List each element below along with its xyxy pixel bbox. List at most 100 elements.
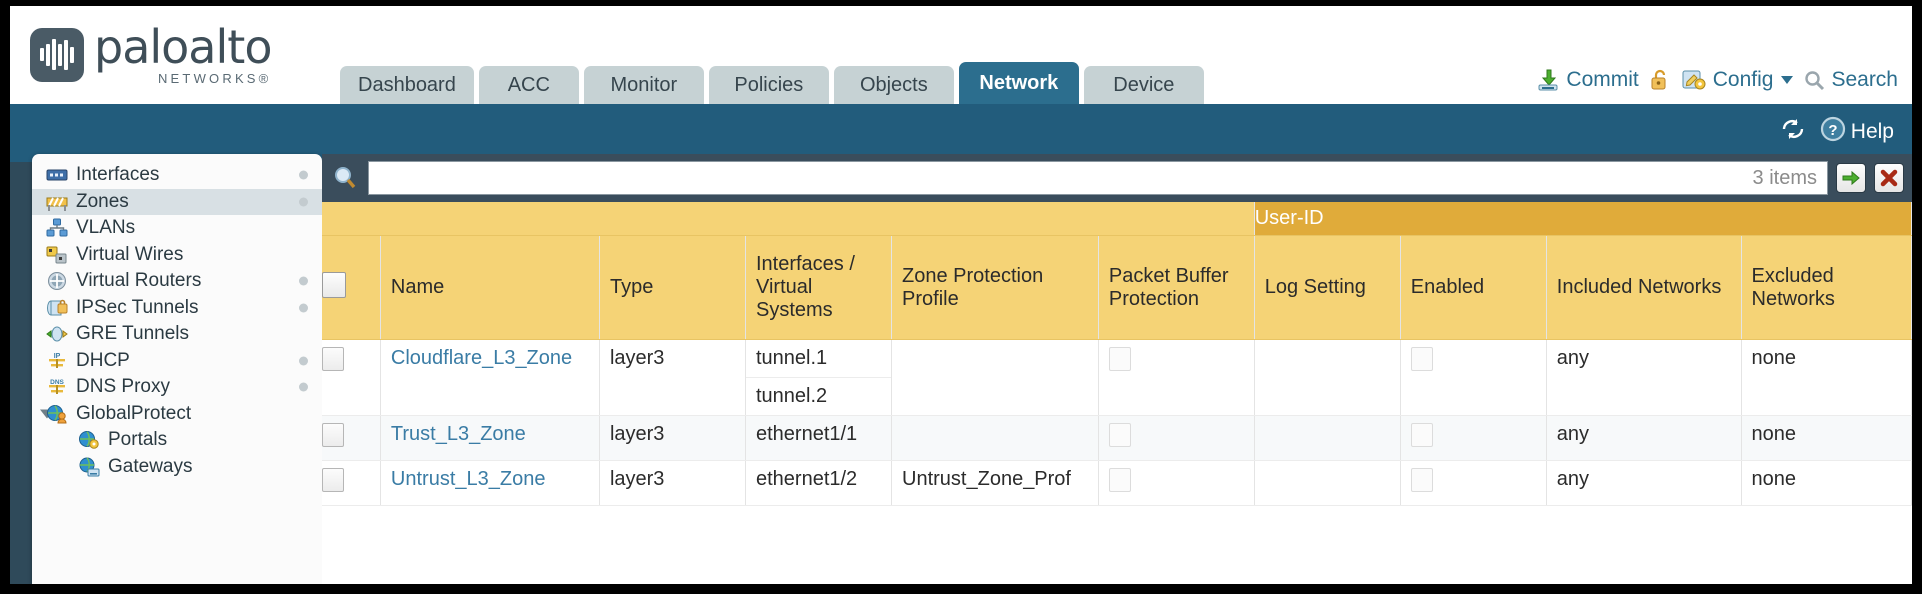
refresh-icon[interactable]	[1780, 117, 1806, 147]
sidebar-status-dot	[299, 276, 308, 286]
sidebar-item-label: Virtual Wires	[76, 243, 184, 265]
column-header-interfaces[interactable]: Interfaces / Virtual Systems	[745, 235, 893, 340]
zones-table-wrap: User-ID Name Type Interfaces / Virtual S…	[322, 202, 1912, 584]
zone-name-link[interactable]: Trust_L3_Zone	[390, 423, 526, 445]
sidebar-item-ipsec-tunnels[interactable]: IPSec Tunnels	[32, 295, 322, 322]
config-label: Config	[1712, 68, 1774, 91]
cell-log-setting	[1254, 415, 1401, 461]
column-header-excluded-networks[interactable]: Excluded Networks	[1741, 235, 1912, 340]
packet-buffer-protection-checkbox[interactable]	[1108, 347, 1131, 371]
row-checkbox[interactable]	[322, 468, 344, 492]
help-label: Help	[1850, 120, 1894, 143]
column-header-enabled[interactable]: Enabled	[1400, 235, 1547, 340]
help-icon: ?	[1820, 116, 1846, 148]
cell-zone-protection-profile	[891, 415, 1099, 461]
ipsec-tunnels-icon	[46, 298, 68, 318]
sidebar-item-label: Interfaces	[76, 164, 160, 186]
sidebar-item-gre-tunnels[interactable]: GRE Tunnels	[32, 321, 322, 348]
sidebar-item-label: IPSec Tunnels	[76, 296, 199, 318]
sidebar-item-interfaces[interactable]: Interfaces	[32, 162, 322, 189]
table-row[interactable]: Untrust_L3_Zone layer3 ethernet1/2 Untru…	[322, 460, 1912, 506]
sidebar-item-portals[interactable]: Portals	[32, 427, 322, 454]
commit-label: Commit	[1566, 68, 1639, 91]
tab-monitor[interactable]: Monitor	[583, 66, 704, 104]
sidebar-item-dns-proxy[interactable]: DNS DNS Proxy	[32, 374, 322, 401]
cell-type: layer3	[599, 339, 746, 416]
items-count: 3 items	[1752, 166, 1817, 189]
svg-text:IP: IP	[54, 353, 61, 360]
sidebar-item-gateways[interactable]: Gateways	[32, 454, 322, 481]
tab-objects[interactable]: Objects	[833, 66, 954, 104]
paloalto-logo: paloalto NETWORKS®	[30, 20, 272, 86]
chevron-down-icon[interactable]	[1781, 76, 1794, 84]
tab-dashboard[interactable]: Dashboard	[340, 66, 474, 104]
sidebar-item-dhcp[interactable]: IP DHCP	[32, 348, 322, 375]
dhcp-icon: IP	[46, 351, 68, 371]
sidebar-item-virtual-wires[interactable]: Virtual Wires	[32, 242, 322, 269]
filter-search-icon[interactable]	[330, 165, 360, 191]
cell-included-networks: any	[1546, 460, 1742, 506]
column-header-name[interactable]: Name	[380, 235, 600, 340]
commit-button[interactable]: Commit	[1536, 68, 1639, 92]
tab-policies[interactable]: Policies	[708, 66, 829, 104]
column-header-included-networks[interactable]: Included Networks	[1546, 235, 1742, 340]
cell-interfaces: ethernet1/1	[745, 415, 893, 461]
zone-name-link[interactable]: Cloudflare_L3_Zone	[390, 347, 573, 369]
svg-text:?: ?	[1828, 122, 1837, 139]
table-row[interactable]: Cloudflare_L3_Zone layer3 tunnel.1 tunne…	[322, 339, 1912, 416]
dns-proxy-icon: DNS	[46, 377, 68, 397]
packet-buffer-protection-checkbox[interactable]	[1108, 423, 1131, 447]
cell-name: Trust_L3_Zone	[380, 415, 600, 461]
search-button[interactable]: Search	[1803, 68, 1898, 92]
userid-enabled-checkbox[interactable]	[1410, 468, 1433, 492]
packet-buffer-protection-checkbox[interactable]	[1108, 468, 1131, 492]
cell-log-setting	[1254, 339, 1401, 416]
sidebar-item-label: DNS Proxy	[76, 376, 170, 398]
sidebar-status-dot	[299, 356, 308, 366]
table-row[interactable]: Trust_L3_Zone layer3 ethernet1/1 any	[322, 415, 1912, 461]
sidebar-item-zones[interactable]: Zones	[32, 188, 322, 215]
userid-enabled-checkbox[interactable]	[1410, 423, 1433, 447]
cell-included-networks: any	[1546, 415, 1742, 461]
cell-type: layer3	[599, 415, 746, 461]
select-all-checkbox[interactable]	[322, 271, 346, 298]
sidebar-status-dot	[299, 197, 308, 207]
sidebar-status-dot	[299, 303, 308, 313]
row-checkbox[interactable]	[322, 423, 344, 447]
tab-device[interactable]: Device	[1083, 66, 1204, 104]
tab-network[interactable]: Network	[958, 62, 1079, 104]
sidebar-item-label: DHCP	[76, 349, 130, 371]
top-header: paloalto NETWORKS® Dashboard ACC Monitor…	[10, 6, 1912, 104]
help-button[interactable]: ? Help	[1820, 116, 1894, 148]
sidebar-status-dot	[299, 382, 308, 392]
commit-icon	[1536, 68, 1560, 92]
zones-icon	[46, 192, 68, 212]
row-checkbox[interactable]	[322, 347, 344, 371]
clear-filter-button[interactable]	[1874, 163, 1904, 193]
paloalto-logo-mark-icon	[30, 27, 84, 82]
config-button[interactable]: Config	[1681, 68, 1794, 92]
cell-zone-protection-profile	[891, 339, 1099, 416]
select-all-header	[322, 235, 381, 340]
expand-triangle-icon[interactable]	[40, 409, 54, 419]
zone-name-link[interactable]: Untrust_L3_Zone	[390, 468, 546, 490]
userid-enabled-checkbox[interactable]	[1410, 347, 1433, 371]
column-header-type[interactable]: Type	[599, 235, 746, 340]
tab-acc[interactable]: ACC	[478, 66, 579, 104]
column-header-log-setting[interactable]: Log Setting	[1254, 235, 1401, 340]
sidebar-item-label: GlobalProtect	[76, 402, 192, 424]
sidebar-item-vlans[interactable]: VLANs	[32, 215, 322, 242]
filter-input[interactable]: 3 items	[368, 161, 1828, 195]
sidebar-item-virtual-routers[interactable]: Virtual Routers	[32, 268, 322, 295]
column-header-packet-buffer-protection[interactable]: Packet Buffer Protection	[1098, 235, 1255, 340]
sidebar-item-label: Zones	[76, 190, 129, 212]
brand-sub: NETWORKS®	[157, 71, 272, 86]
brand-name: paloalto	[94, 20, 272, 74]
cell-packet-buffer-protection	[1098, 460, 1255, 506]
column-header-zone-protection-profile[interactable]: Zone Protection Profile	[891, 235, 1099, 340]
vlans-icon	[46, 218, 68, 238]
unlock-button[interactable]	[1649, 68, 1671, 92]
sidebar-item-globalprotect[interactable]: GlobalProtect	[32, 401, 322, 428]
apply-filter-button[interactable]	[1836, 163, 1866, 193]
